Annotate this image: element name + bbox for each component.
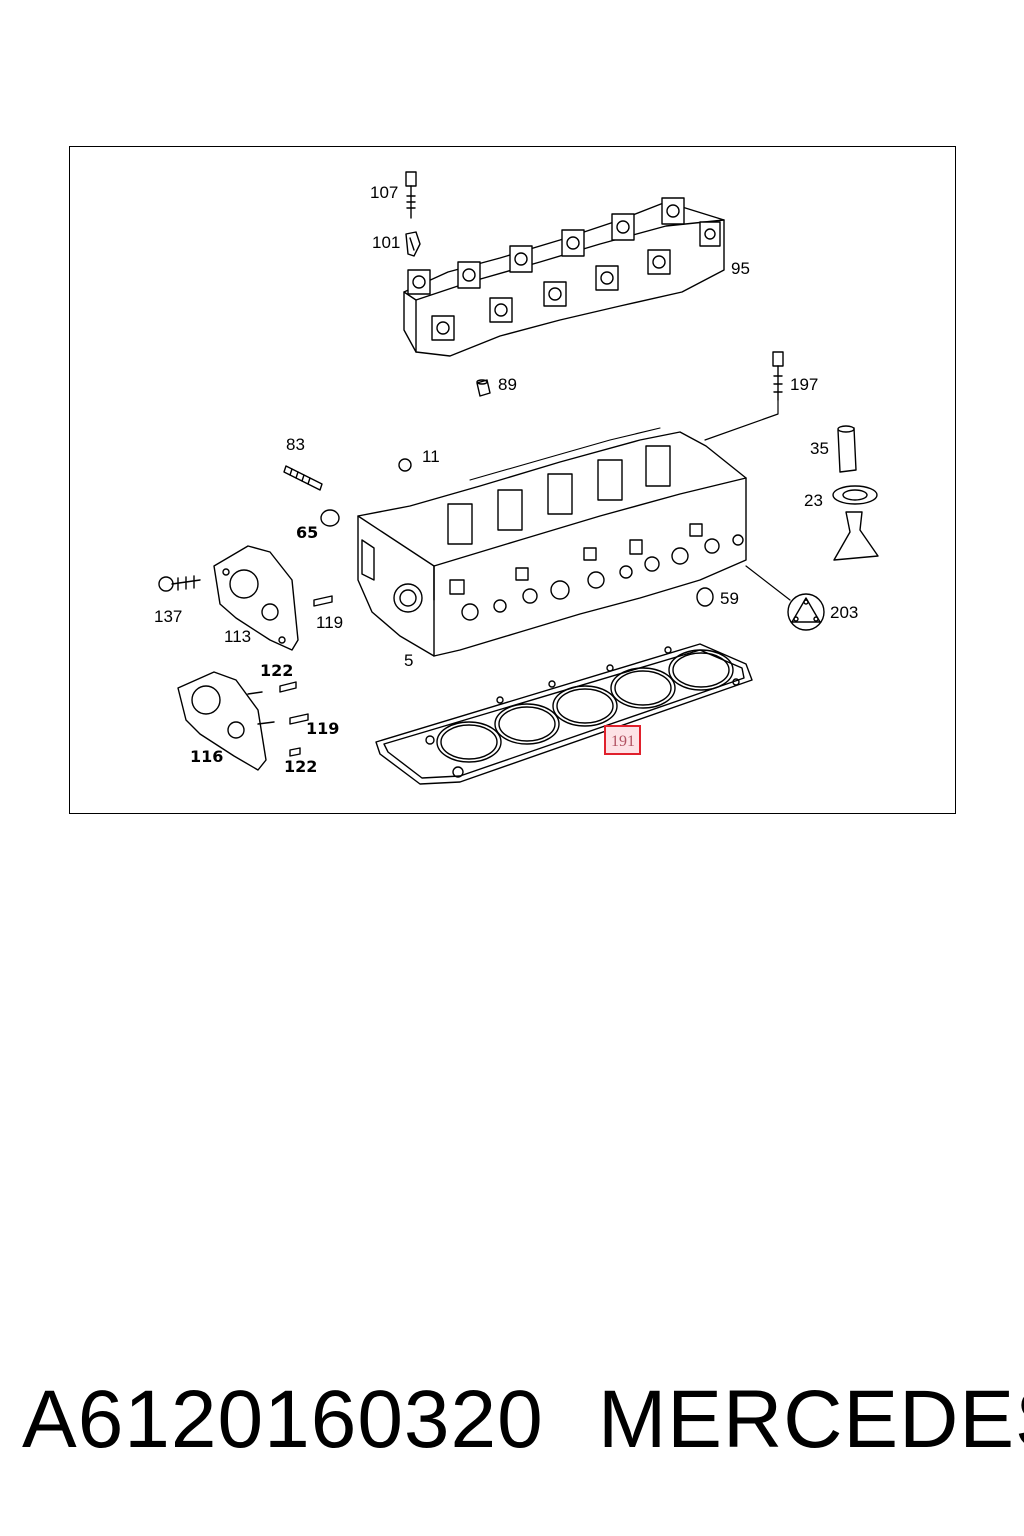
stud-83 — [283, 465, 323, 491]
callout-197: 197 — [790, 375, 818, 394]
plug-65 — [320, 509, 340, 527]
footer: A6120160320 MERCEDES — [0, 1370, 1024, 1470]
callout-35: 35 — [810, 439, 829, 458]
cylinder-head-5 — [357, 427, 791, 657]
callout-101: 101 — [372, 233, 400, 252]
callout-191: 191 — [611, 733, 635, 750]
bolt-137 — [158, 575, 201, 592]
callout-89: 89 — [498, 375, 517, 394]
callout-65: 65 — [296, 523, 318, 542]
valve-23 — [832, 485, 879, 561]
callout-95: 95 — [731, 259, 750, 278]
callout-119-a: 119 — [316, 613, 343, 632]
bolt-197 — [704, 351, 784, 441]
callout-122-b: 122 — [284, 757, 317, 776]
callout-119-b: 119 — [306, 719, 339, 738]
pin-122-a — [279, 681, 297, 693]
bolt-107 — [405, 171, 417, 219]
sleeve-89 — [476, 379, 491, 397]
callout-23: 23 — [804, 491, 823, 510]
cover-113 — [213, 545, 299, 651]
callout-137: 137 — [154, 607, 182, 626]
plug-203 — [787, 593, 825, 631]
callout-113: 113 — [224, 627, 251, 646]
cover-116 — [177, 671, 275, 771]
camshaft-carrier-95 — [403, 197, 725, 357]
pin-122-b — [289, 747, 301, 757]
callout-116: 116 — [190, 747, 223, 766]
callout-59: 59 — [720, 589, 739, 608]
pin-119-a — [313, 595, 333, 607]
part-number: A6120160320 — [22, 1374, 544, 1465]
clip-101 — [405, 231, 421, 257]
cylinder-head-gasket-191 — [375, 643, 753, 785]
brand-name: MERCEDES — [598, 1374, 1024, 1465]
valve-guide-35 — [837, 425, 857, 473]
callout-11: 11 — [422, 447, 440, 466]
plug-11 — [398, 458, 412, 472]
callout-107: 107 — [370, 183, 398, 202]
highlight-box-191 — [604, 725, 641, 755]
callout-122-a: 122 — [260, 661, 293, 680]
seal-59 — [696, 587, 714, 607]
callout-83: 83 — [286, 435, 305, 454]
callout-5: 5 — [404, 651, 413, 670]
callout-203: 203 — [830, 603, 858, 622]
pin-119-b — [289, 713, 309, 725]
diagram-frame — [69, 146, 956, 814]
